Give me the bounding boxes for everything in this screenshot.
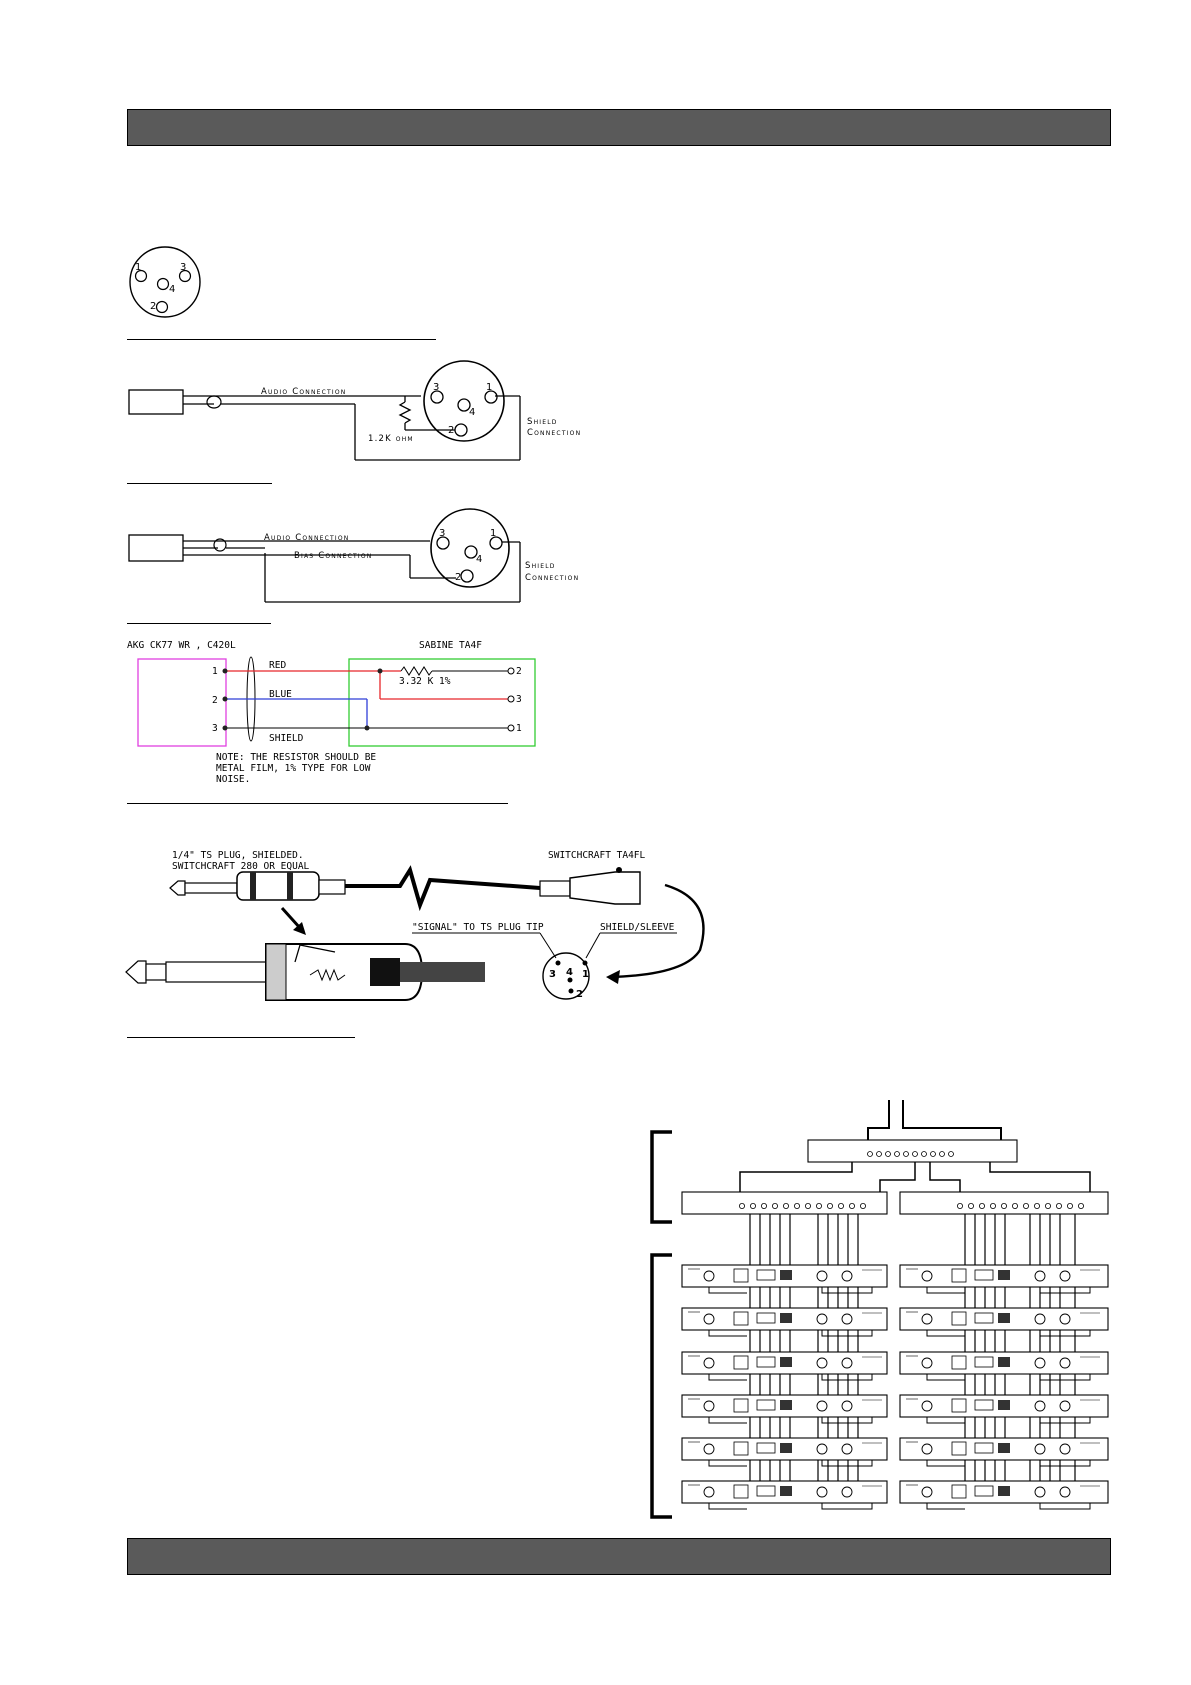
- resistor-label: 1.2K ohm: [368, 434, 414, 444]
- wiring-diagram-bias: 3 1 4 2 Audio Connection Bias Connection…: [128, 508, 579, 603]
- shield-label: Shield: [527, 417, 558, 427]
- wiring-diagram-color: AKG CK77 WR , C420L SABINE TA4F 1 2 3 2 …: [127, 640, 536, 785]
- left-title: AKG CK77 WR , C420L: [127, 640, 236, 651]
- pin-label: 3: [439, 528, 445, 539]
- audio-connection-label: Audio Connection: [261, 387, 346, 397]
- xlr-pinout-icon: 1 3 4 2: [129, 246, 201, 318]
- rack-unit-receiver: [899, 1437, 1109, 1467]
- pin-label: 4: [566, 967, 573, 978]
- pin-label: 2: [576, 989, 583, 1000]
- rack-unit-receiver: [899, 1351, 1109, 1381]
- pin-4-label: 4: [169, 284, 175, 295]
- section-rule-3: [127, 623, 271, 624]
- rack-unit-top: [807, 1139, 1018, 1163]
- section-rule-5: [127, 1037, 355, 1038]
- pin-label: 1: [490, 528, 496, 539]
- pin-label: 3: [549, 969, 556, 980]
- pin-3-label: 3: [180, 262, 186, 273]
- rack-unit-receiver: [681, 1394, 888, 1424]
- mic-box: [128, 389, 184, 415]
- shield-label: Shield: [525, 561, 556, 571]
- note-line: METAL FILM, 1% TYPE FOR LOW: [216, 763, 371, 774]
- pin-label: 1: [582, 969, 589, 980]
- rack-unit-receiver: [899, 1307, 1109, 1337]
- plug-cable-illustration: 1/4" TS PLUG, SHIELDED. SWITCHCRAFT 280 …: [125, 850, 705, 1001]
- right-pin: 2: [516, 666, 522, 677]
- left-pin: 2: [212, 695, 218, 706]
- sleeve-label: SHIELD/SLEEVE: [600, 922, 675, 933]
- resistor-label: 3.32 K 1%: [399, 676, 451, 687]
- pin-label: 4: [469, 407, 475, 418]
- section-rule-1: [127, 339, 436, 340]
- right-pin: 1: [516, 723, 522, 734]
- right-pin: 3: [516, 694, 522, 705]
- right-title: SABINE TA4F: [419, 640, 482, 651]
- note-line: NOTE: THE RESISTOR SHOULD BE: [216, 752, 376, 763]
- pin-label: 3: [433, 382, 439, 393]
- rack-unit-receiver: [681, 1264, 888, 1294]
- header-bar: [127, 109, 1111, 146]
- plug-label: SWITCHCRAFT 280 OR EQUAL: [172, 861, 310, 872]
- bias-connection-label: Bias Connection: [294, 551, 372, 561]
- left-pin: 1: [212, 666, 218, 677]
- left-pin: 3: [212, 723, 218, 734]
- connector-label: SWITCHCRAFT TA4FL: [548, 850, 646, 861]
- pin-1-label: 1: [135, 262, 141, 273]
- section-rule-2: [127, 483, 272, 484]
- mic-pinbox: [137, 658, 227, 747]
- shield-label: SHIELD: [269, 733, 304, 744]
- pin-label: 4: [476, 554, 482, 565]
- footer-bar: [127, 1538, 1111, 1575]
- pin-2-label: 2: [150, 301, 156, 312]
- rack-unit-receiver: [899, 1264, 1109, 1294]
- rack-unit-receiver: [681, 1437, 888, 1467]
- shield-label: Connection: [525, 573, 579, 583]
- section-rule-4: [127, 803, 508, 804]
- rack-unit-receiver: [681, 1480, 888, 1510]
- rack-system-diagram: [650, 1100, 1109, 1519]
- rack-unit-receiver: [899, 1480, 1109, 1510]
- wiring-diagram-resistor: 3 1 4 2 Audio Connection 1.2K ohm Shield…: [128, 360, 581, 461]
- mic-box: [128, 534, 184, 562]
- rack-unit-receiver: [681, 1307, 888, 1337]
- audio-connection-label: Audio Connection: [264, 533, 349, 543]
- shield-label: Connection: [527, 428, 581, 438]
- connector-pinbox: [348, 658, 536, 747]
- pin-label: 1: [486, 382, 492, 393]
- pin-label: 2: [455, 572, 461, 583]
- blue-label: BLUE: [269, 689, 292, 700]
- rack-unit-middle-right: [899, 1191, 1109, 1215]
- signal-label: "SIGNAL" TO TS PLUG TIP: [412, 922, 544, 933]
- rack-unit-receiver: [681, 1351, 888, 1381]
- note-line: NOISE.: [216, 774, 250, 785]
- rack-unit-middle-left: [681, 1191, 888, 1215]
- plug-label: 1/4" TS PLUG, SHIELDED.: [172, 850, 304, 861]
- pin-label: 2: [448, 425, 454, 436]
- rack-unit-receiver: [899, 1394, 1109, 1424]
- red-label: RED: [269, 660, 286, 671]
